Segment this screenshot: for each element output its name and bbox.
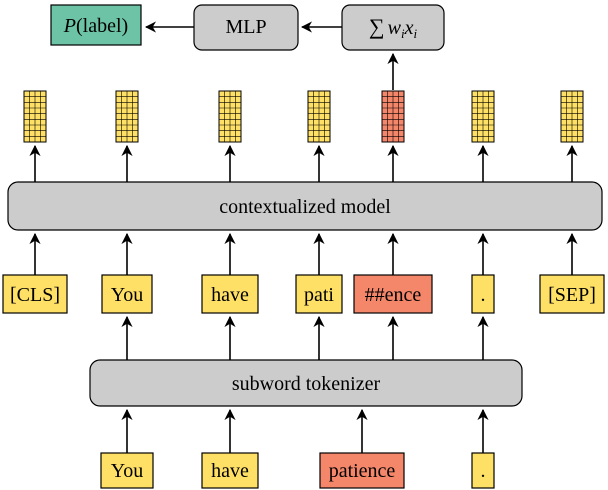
subword-token: have bbox=[201, 274, 259, 314]
subword-token: ##ence bbox=[353, 274, 433, 314]
sum-x: x bbox=[404, 17, 414, 39]
subword-token-label: ##ence bbox=[365, 284, 422, 306]
input-word: have bbox=[201, 452, 259, 489]
sum-symbol: ∑ bbox=[369, 14, 385, 39]
sum-w: w bbox=[388, 17, 402, 39]
word-to-tokenizer-arrows bbox=[121, 408, 489, 453]
model-to-vector-arrows bbox=[29, 144, 578, 182]
vector-7 bbox=[560, 90, 584, 143]
subword-token: You bbox=[101, 274, 153, 314]
sum-x-subscript: i bbox=[413, 26, 417, 41]
svg-text:P(label): P(label) bbox=[63, 15, 128, 37]
contextualized-model-box: contextualized model bbox=[7, 181, 603, 231]
token-to-model-arrows bbox=[29, 232, 578, 275]
mlp-box: MLP bbox=[193, 4, 299, 51]
output-label-text: (label) bbox=[76, 15, 128, 37]
subword-token-label: [CLS] bbox=[10, 284, 60, 306]
input-word-row: You have patience. bbox=[100, 452, 495, 489]
vector-2 bbox=[115, 90, 139, 143]
subword-token-label: You bbox=[111, 284, 143, 306]
input-word-label: You bbox=[111, 460, 143, 482]
subword-token-row: [CLS] You have pati ##ence. [SEP] bbox=[2, 274, 605, 314]
input-word-label: have bbox=[211, 460, 249, 482]
vector-4 bbox=[307, 90, 331, 143]
output-p-symbol: P bbox=[63, 15, 76, 37]
subword-tokenizer-box: subword tokenizer bbox=[89, 359, 523, 407]
subword-token: [SEP] bbox=[539, 274, 605, 314]
subword-token-label: [SEP] bbox=[548, 284, 596, 306]
subword-token: . bbox=[471, 274, 495, 314]
sum-w-subscript: i bbox=[401, 26, 405, 41]
input-word-label: . bbox=[481, 460, 486, 482]
output-probability-box: P(label) bbox=[50, 4, 142, 46]
input-word-label: patience bbox=[329, 460, 396, 482]
input-word: . bbox=[471, 452, 495, 489]
svg-text:∑wixi: ∑wixi bbox=[369, 14, 418, 41]
contextual-vectors bbox=[23, 90, 584, 143]
weighted-sum-box: ∑wixi bbox=[341, 4, 445, 51]
subword-token-label: pati bbox=[304, 284, 334, 306]
subword-token-label: have bbox=[211, 284, 249, 306]
input-word: patience bbox=[319, 452, 405, 489]
contextualized-model-label: contextualized model bbox=[219, 196, 391, 218]
tokenizer-to-token-arrows bbox=[121, 315, 489, 360]
vector-1 bbox=[23, 90, 47, 143]
vector-6 bbox=[471, 90, 495, 143]
mlp-label: MLP bbox=[225, 16, 266, 38]
subword-tokenizer-label: subword tokenizer bbox=[232, 373, 381, 395]
subword-token-label: . bbox=[481, 284, 486, 306]
subword-token: [CLS] bbox=[2, 274, 68, 314]
subword-token: pati bbox=[295, 274, 343, 314]
vector-3 bbox=[218, 90, 242, 143]
vector-5 bbox=[381, 90, 405, 143]
input-word: You bbox=[100, 452, 154, 489]
